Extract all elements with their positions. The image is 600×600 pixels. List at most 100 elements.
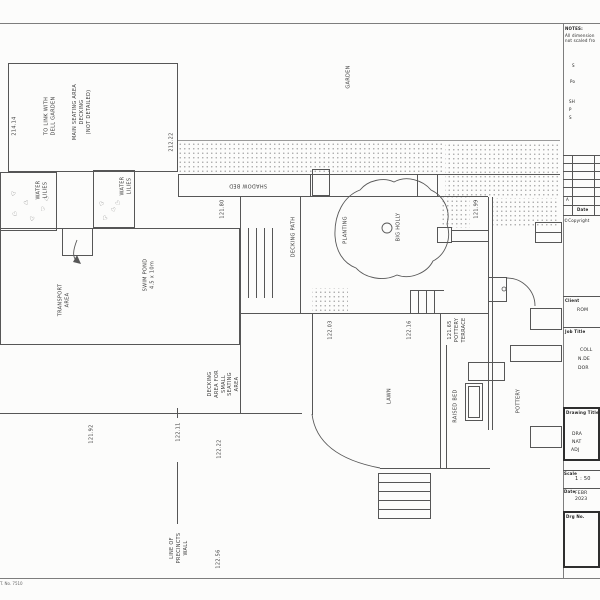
spot-level-121-99: 121.99 — [473, 199, 480, 219]
label-water-lilies-right: WATER LILIES — [119, 176, 132, 196]
revision-table-column — [572, 155, 573, 215]
step-line — [434, 290, 435, 313]
lawn-curve — [311, 413, 381, 469]
planting-bed-edge — [178, 140, 560, 141]
revision-table-line — [563, 163, 600, 164]
drawing-title-box — [563, 407, 600, 461]
drawing-title-label: Drawing Title — [566, 410, 599, 415]
wall-pier — [437, 227, 452, 243]
main-seating-decking-outline — [8, 63, 178, 172]
label-to-link-dell-garden: TO LINK WITH DELL GARDEN — [43, 96, 56, 136]
label-line-of-precincts-wall: LINE OF PRECINCTS WALL — [168, 532, 189, 564]
water-lily-planter-left — [0, 172, 57, 231]
revision-table-line — [563, 196, 600, 197]
boundary-wall — [488, 197, 489, 430]
scale-label: Scale — [564, 471, 578, 476]
title-block-text-fragment: S — [569, 115, 572, 120]
label-swim-pond: SWIM POND 4.5 x 10m — [142, 258, 155, 292]
decking-edge — [300, 196, 301, 313]
title-block-divider — [563, 327, 600, 328]
drawing-title-line: ADJ — [571, 448, 580, 453]
revision-date-header: Date — [577, 207, 589, 212]
lawn-bottom-edge — [380, 468, 490, 469]
title-block-text-fragment: Po — [570, 79, 576, 84]
gate-frame — [488, 277, 507, 302]
revision-table-line — [563, 171, 600, 172]
wall-line — [452, 230, 488, 231]
step-line — [264, 228, 265, 298]
sheet-border-bottom — [0, 578, 600, 579]
notes-line: All dimension — [565, 33, 595, 38]
title-block-text-fragment: S — [572, 63, 575, 68]
wall-segment-line — [535, 232, 562, 233]
drawing-title-line: DRA — [572, 432, 583, 437]
decking-edge — [240, 196, 241, 413]
big-holly-canopy — [334, 178, 450, 279]
spot-level-122-11: 122.11 — [175, 422, 182, 442]
label-lawn: LAWN — [386, 388, 393, 404]
drg-no-label: Drg No. — [566, 514, 585, 519]
step-line — [256, 228, 257, 298]
bed-divider — [437, 174, 438, 196]
step-line — [410, 290, 411, 313]
planting-stipple — [440, 196, 470, 228]
label-transport-area: TRANSPORT AREA — [57, 283, 70, 317]
planting-stipple — [178, 142, 445, 172]
lawn-top-edge — [312, 313, 488, 314]
copyright-note: ©Copyright — [564, 218, 590, 223]
title-block-border — [563, 23, 564, 578]
date-value: FEBR — [575, 491, 588, 496]
wall-segment — [530, 426, 562, 448]
level-tick — [177, 408, 178, 418]
job-title-line: DOR — [578, 366, 589, 371]
planting-stipple — [445, 142, 560, 196]
title-block-divider — [563, 296, 600, 297]
wall-line — [452, 241, 488, 242]
bed-wall-line — [178, 174, 560, 175]
spot-level-122-56: 122.56 — [215, 549, 222, 569]
notes-line: not scaled fro — [565, 38, 596, 43]
stair-tread — [378, 500, 431, 501]
precinct-wall-line — [177, 462, 178, 524]
boundary-wall — [492, 197, 493, 430]
spot-level-121-80: 121.80 — [219, 199, 226, 219]
revision-table-line — [563, 155, 600, 156]
planting-stipple — [492, 198, 558, 228]
terrace-step — [468, 362, 505, 381]
client-value: ROM — [577, 308, 589, 313]
bed-pier — [312, 169, 330, 196]
stair-tread — [378, 509, 431, 510]
bed-divider — [417, 174, 418, 196]
title-block-text-fragment: SH — [569, 99, 575, 104]
site-edge — [0, 413, 302, 414]
spot-level-122-16: 122.16 — [406, 320, 413, 340]
job-title-line: COLL — [580, 348, 593, 353]
swim-pond-outline — [0, 228, 240, 345]
step-line — [410, 290, 444, 291]
sheet-footer-note: T. No. 7510 — [0, 581, 23, 586]
client-label: Client — [565, 298, 580, 303]
spot-level-214-14: 214.14 — [11, 116, 18, 136]
label-shadow-bed: SHADOW BED — [228, 182, 268, 189]
drg-no-box — [563, 511, 600, 568]
revision-row-a: A — [566, 197, 569, 202]
pond-entry-notch — [62, 228, 93, 256]
staircase-outline — [378, 473, 431, 519]
label-raised-bed: RAISED BED — [452, 389, 459, 423]
label-pottery-terrace: 121.65 POTTERY TERRACE — [446, 317, 467, 343]
stair-tread — [378, 482, 431, 483]
scale-value: 1 : 50 — [575, 476, 591, 482]
title-block-divider — [563, 470, 600, 471]
spot-level-122-03: 122.03 — [327, 320, 334, 340]
label-decking-area: DECKING AREA FOR SMALL SEATING AREA — [207, 370, 241, 398]
bed-wall-line — [178, 196, 488, 197]
spot-level-212-22: 212.22 — [168, 132, 175, 152]
wall-segment — [510, 345, 562, 362]
date-value: 2023 — [575, 497, 588, 502]
label-decking-path: DECKING PATH — [290, 216, 297, 258]
gate-swing-arc — [506, 277, 536, 307]
bed-divider — [310, 174, 311, 196]
decking-edge — [240, 313, 312, 314]
raised-bed-outline — [465, 383, 483, 421]
revision-table-line — [563, 187, 600, 188]
